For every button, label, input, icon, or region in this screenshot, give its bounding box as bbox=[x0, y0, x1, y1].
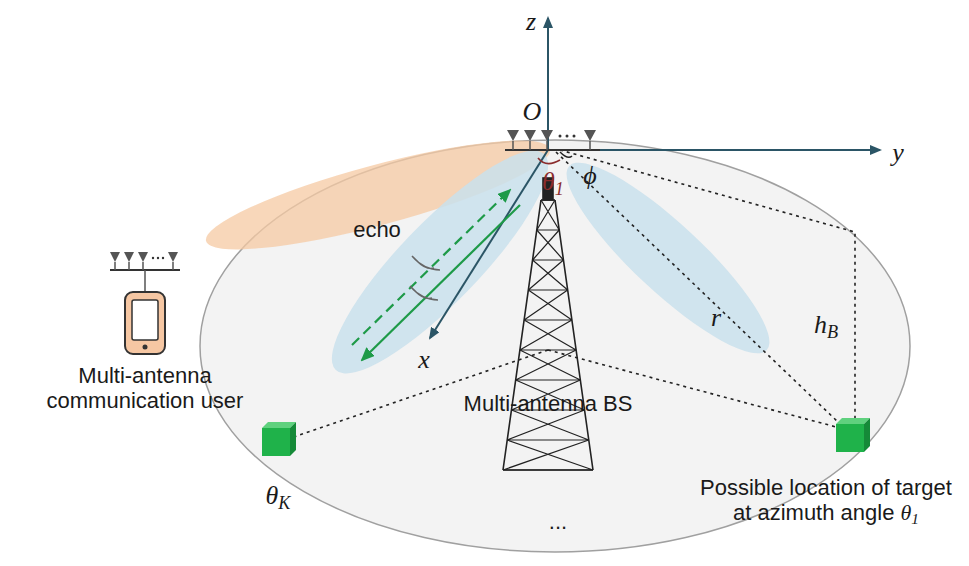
tower-lattice bbox=[533, 230, 564, 260]
sensing-beam bbox=[546, 141, 790, 375]
tower-lattice bbox=[537, 200, 559, 230]
axis-label: x bbox=[418, 345, 430, 375]
target-cube bbox=[262, 422, 296, 456]
angle-label: θK bbox=[266, 481, 291, 511]
tower-lattice bbox=[528, 260, 567, 290]
bs-antenna-array bbox=[505, 130, 600, 150]
distance-label: r bbox=[711, 303, 721, 333]
angle-label: ϕ bbox=[583, 161, 596, 191]
angle-label: θ1 bbox=[542, 167, 564, 197]
target-cube bbox=[836, 418, 870, 452]
axis-label: y bbox=[892, 138, 904, 168]
bs-label: Multi-antenna BS bbox=[464, 391, 633, 416]
origin-label: O bbox=[523, 97, 542, 127]
geometry-lines bbox=[285, 150, 855, 440]
tower-lattice bbox=[524, 290, 572, 320]
user-device bbox=[110, 252, 180, 354]
target-label: Possible location of target at azimuth a… bbox=[690, 475, 962, 526]
theta-arc bbox=[538, 158, 560, 164]
tower-lattice bbox=[520, 320, 576, 350]
tower-lattice bbox=[503, 440, 593, 470]
axes bbox=[430, 18, 880, 338]
tower-lattice bbox=[516, 350, 581, 380]
echo-label: echo bbox=[353, 217, 401, 242]
phi-arc bbox=[560, 152, 572, 157]
bs-tower bbox=[503, 178, 593, 470]
axis-label: z bbox=[526, 7, 536, 37]
echo-arrows bbox=[352, 190, 520, 360]
user-label: Multi-antenna communication user bbox=[30, 363, 260, 414]
height-label: hB bbox=[814, 310, 838, 340]
ellipsis: ... bbox=[549, 509, 567, 534]
